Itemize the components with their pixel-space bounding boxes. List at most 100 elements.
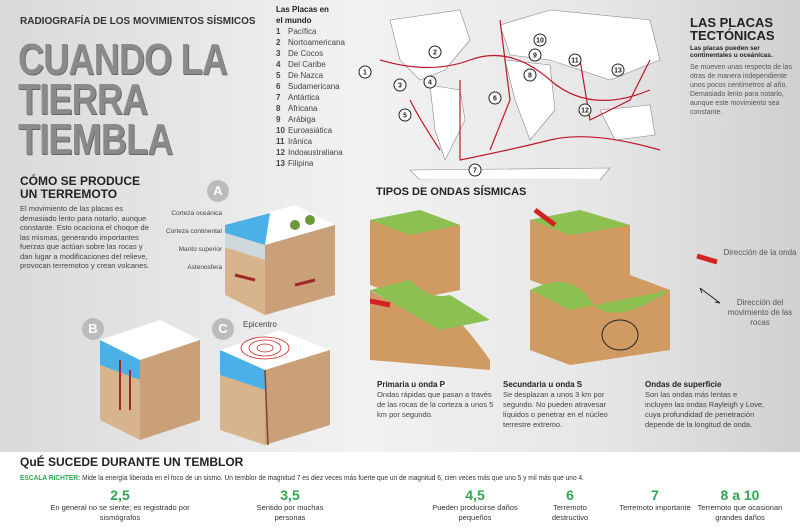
how-section: CÓMO SE PRODUCE UN TERREMOTO El movimien… — [20, 175, 150, 271]
wave-title: Primaria u onda P — [377, 380, 446, 389]
map-plate-marker: 3 — [393, 78, 407, 92]
plate-number: 9 — [276, 115, 281, 124]
how-title: CÓMO SE PRODUCE UN TERREMOTO — [20, 174, 141, 201]
tectonic-info: LAS PLACAS TECTÓNICAS Las placas pueden … — [690, 16, 798, 117]
tectonic-title: LAS PLACAS TECTÓNICAS — [690, 15, 775, 43]
map-plate-number: 6 — [493, 96, 497, 103]
map-plate-marker: 5 — [398, 108, 412, 122]
map-plate-number: 12 — [581, 108, 589, 115]
map-plate-marker: 9 — [528, 48, 542, 62]
plate-name: Euroasiática — [288, 126, 333, 135]
label-epicenter: Epicentro — [243, 320, 277, 329]
wave-title: Secundaria u onda S — [503, 380, 583, 389]
s-wave-block — [530, 208, 670, 365]
richter-text: ESCALA RICHTER: Mide la energía liberada… — [20, 473, 584, 482]
magnitude-desc: Terremoto destructivo — [551, 503, 589, 522]
legend-rock-movement: Dirección del movimiento de las rocas — [727, 298, 793, 327]
map-plate-number: 1 — [363, 70, 367, 77]
plate-name: Irânica — [288, 137, 313, 146]
diagram-b — [100, 320, 200, 440]
australia — [599, 104, 656, 141]
plate-list-item: 5 De Nazca — [276, 70, 345, 81]
plate-number: 5 — [276, 71, 281, 80]
label-asthenosphere: Astenosfera — [187, 264, 222, 271]
plate-list-item: 3 De Cocos — [276, 48, 345, 59]
magnitude-desc: Terremoto que ocasionan grandes daños — [697, 503, 783, 522]
eurasia — [499, 9, 661, 81]
map-plate-number: 7 — [473, 168, 477, 175]
magnitude-desc: Sentido por muchas personas — [256, 503, 324, 522]
map-plate-number: 3 — [398, 83, 402, 90]
map-plate-marker: 1 — [358, 65, 372, 79]
plate-number: 7 — [276, 93, 281, 102]
label-continental: Corteza continental — [165, 228, 222, 235]
plate-number: 8 — [276, 104, 281, 113]
kicker: RADIOGRAFÍA DE LOS MOVIMIENTOS SÍSMICOS — [20, 16, 256, 27]
legend-icons — [696, 253, 721, 304]
map-plate-number: 8 — [528, 73, 532, 80]
title-line: CUANDO LA — [18, 35, 228, 84]
plate-number: 3 — [276, 49, 281, 58]
label-mantle: Manto superior — [178, 246, 222, 253]
plate-list-item: 2 Nortoamericana — [276, 37, 345, 48]
label-oceanic: Corteza oceánica — [171, 210, 222, 217]
plate-name: Nortoamericana — [288, 38, 345, 47]
p-wave-block — [370, 210, 490, 370]
plate-name: De Cocos — [288, 49, 324, 58]
wave-body: Son las ondas más lentas e incluyen las … — [645, 390, 765, 429]
wave-body: Se desplazan a unos 3 km por segundo. No… — [503, 390, 608, 429]
richter-label: ESCALA RICHTER: — [20, 473, 81, 482]
bottom-title: QuÉ SUCEDE DURANTE UN TEMBLOR — [20, 455, 244, 469]
plate-number: 12 — [276, 148, 285, 157]
plate-number: 2 — [276, 38, 281, 47]
plate-name: Sudamericana — [288, 82, 340, 91]
map-plate-number: 10 — [536, 38, 544, 45]
magnitude-value: 6 — [566, 487, 574, 503]
wave-blocks — [370, 208, 670, 370]
badge-a: A — [207, 180, 229, 202]
plate-name: Filipina — [288, 159, 314, 168]
rock-movement-arrow-icon — [699, 287, 721, 304]
antarctica — [409, 167, 611, 180]
magnitude-value: 7 — [651, 487, 659, 503]
title-line: TIERRA — [18, 75, 148, 124]
map-plate-number: 4 — [428, 80, 432, 87]
wave-direction-arrow-icon — [696, 253, 718, 265]
title-line: TIEMBLA — [18, 115, 173, 164]
tectonic-body: Se mueven unas respecto de las otras de … — [690, 64, 792, 116]
magnitude-value: 4,5 — [465, 487, 485, 503]
plate-number: 10 — [276, 126, 285, 135]
map-plate-marker: 10 — [533, 33, 547, 47]
map-plate-number: 13 — [614, 68, 622, 75]
plate-number: 4 — [276, 60, 281, 69]
magnitude-desc: En general no se siente; es registrado p… — [50, 503, 190, 522]
magnitude-value: 2,5 — [110, 487, 130, 503]
plate-name: De Nazca — [288, 71, 324, 80]
plate-number: 1 — [276, 27, 281, 36]
map-plate-marker: 6 — [488, 91, 502, 105]
plate-number: 6 — [276, 82, 281, 91]
magnitude-desc: Pueden producirse daños pequeños — [432, 503, 518, 522]
badge-b: B — [82, 318, 104, 340]
main-title: CUANDO LA TIERRA TIEMBLA — [18, 35, 268, 164]
north-america — [389, 9, 471, 81]
africa — [504, 59, 556, 141]
bottom-section: QuÉ SUCEDE DURANTE UN TEMBLOR — [20, 455, 243, 469]
plate-name: Del Caribe — [288, 60, 326, 69]
map-plate-marker: 7 — [468, 163, 482, 177]
plate-boundaries — [379, 19, 661, 161]
map-plate-marker: 2 — [428, 45, 442, 59]
map-plate-marker: 4 — [423, 75, 437, 89]
